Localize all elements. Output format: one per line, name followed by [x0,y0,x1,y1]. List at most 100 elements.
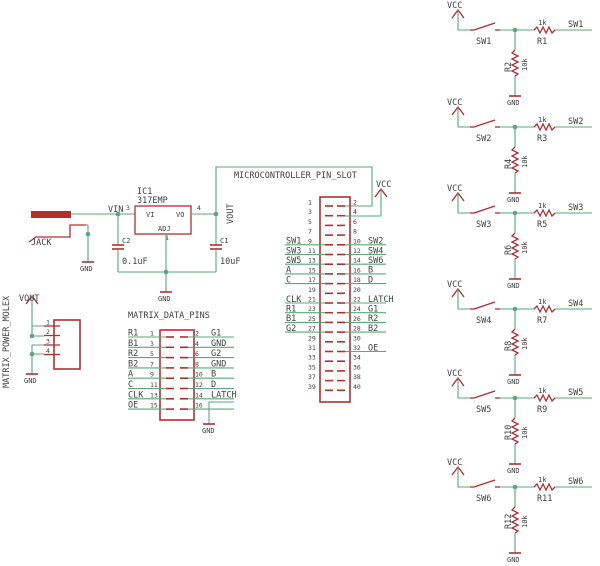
mcu-pin-number-left: 17 [308,276,316,284]
data-pin-number-right: 8 [195,360,199,368]
vcc-wire [457,378,470,399]
pulldown-resistor-name: R4 [504,159,514,169]
gnd-label: GND [507,556,520,564]
jack-label: JACK [31,238,52,248]
reg-gnd-label: GND [158,295,171,303]
mcu-signal-right: SW4 [368,246,383,256]
molex-pin-number: 4 [46,347,50,355]
mcu-signal-right: G1 [368,305,378,315]
mcu-pin-number-right: 24 [353,305,361,313]
data-pins-header [159,329,195,421]
vcc-wire [457,193,470,214]
mcu-pin-number-right: 28 [353,325,361,333]
data-gnd-label: GND [202,427,215,435]
net-label: SW6 [568,477,583,487]
vcc-label: VCC [447,458,462,468]
switch-name: SW1 [476,37,491,47]
series-resistor-value: 1k [538,116,547,124]
mcu-pin-number-right: 26 [353,315,361,323]
switch-lever [473,301,496,310]
data-pin-signal-right: B [211,370,216,380]
pulldown-resistor-value: 10k [521,58,529,71]
mcu-pin-number-left: 9 [308,237,312,245]
mcu-pin-number-right: 6 [353,218,357,226]
data-pin-signal-right: LATCH [211,390,237,400]
net-label: SW2 [568,117,583,127]
series-resistor [533,208,556,218]
regulator-pin-vi: 3 [126,204,130,212]
pulldown-resistor-value: 10k [521,155,529,168]
pulldown-resistor-value: 10k [521,426,529,439]
c1-value: 10uF [220,257,240,267]
mcu-pin-number-right: 14 [353,257,361,265]
vout-label: VOUT [226,204,236,224]
regulator-section: JACK VIN GND IC1 317EMP VI VO ADJ 3 4 1 … [28,166,373,303]
mcu-signal-right: OE [368,343,378,353]
c2-value: 0.1uF [122,257,148,267]
regulator-adj: ADJ [158,225,171,233]
pulldown-resistor [510,506,520,534]
series-resistor-name: R7 [537,316,547,326]
series-resistor [533,25,556,35]
switch-lever [473,119,496,128]
pulldown-resistor-name: R6 [504,245,514,255]
mcu-signal-left: SW1 [286,237,301,247]
mcu-pin-number-left: 25 [308,315,316,323]
switch-name: SW3 [476,220,491,230]
mcu-signal-right: SW2 [368,237,383,247]
data-pin-number-right: 4 [195,340,199,348]
molex-gnd-wires [31,344,44,374]
regulator-pin-adj: 1 [165,234,169,242]
mcu-pin-number-right: 8 [353,228,357,236]
mcu-pin-number-left: 15 [308,266,316,274]
dc-jack-contact [28,224,86,243]
switch-lever [473,22,496,31]
mcu-pin-number-left: 33 [308,354,316,362]
mcu-pin-number-right: 20 [353,286,361,294]
molex-pin-number: 3 [46,338,50,346]
molex-pin-number: 1 [46,319,50,327]
mcu-vcc-wire [345,189,382,217]
data-pin-signal-right: GND [211,339,226,349]
series-resistor [533,304,556,314]
c2-name: C2 [122,237,130,245]
mcu-signal-right: B [368,266,373,276]
mcu-title: MICROCONTROLLER_PIN_SLOT [234,171,357,181]
vcc-label: VCC [447,280,462,290]
data-pin-signal-left: OE [128,401,138,411]
mcu-pin-number-right: 32 [353,344,361,352]
molex-vout-label: VOUT [19,294,39,304]
vin-label: VIN [108,205,123,215]
gnd-label: GND [507,467,520,475]
mcu-pin-number-left: 29 [308,334,316,342]
mcu-pin-number-right: 36 [353,363,361,371]
mcu-pin-number-right: 10 [353,237,361,245]
gnd-label: GND [507,282,520,290]
mcu-signal-left: B1 [286,314,296,324]
mcu-pin-number-right: 38 [353,373,361,381]
switch-name: SW6 [476,494,491,504]
mcu-pin-number-left: 19 [308,286,316,294]
mcu-pin-number-right: 34 [353,354,361,362]
data-pin-signal-left: C [128,380,133,390]
mcu-signal-left: SW3 [286,246,301,256]
mcu-pin-number-left: 13 [308,257,316,265]
data-pin-number-left: 7 [150,360,154,368]
mcu-signal-right: R2 [368,314,378,324]
series-resistor [533,393,556,403]
data-pin-signal-left: A [128,370,133,380]
data-pin-number-left: 15 [150,402,158,410]
series-resistor-value: 1k [538,19,547,27]
mcu-pin-number-left: 11 [308,247,316,255]
molex-gnd-label: GND [24,377,37,385]
